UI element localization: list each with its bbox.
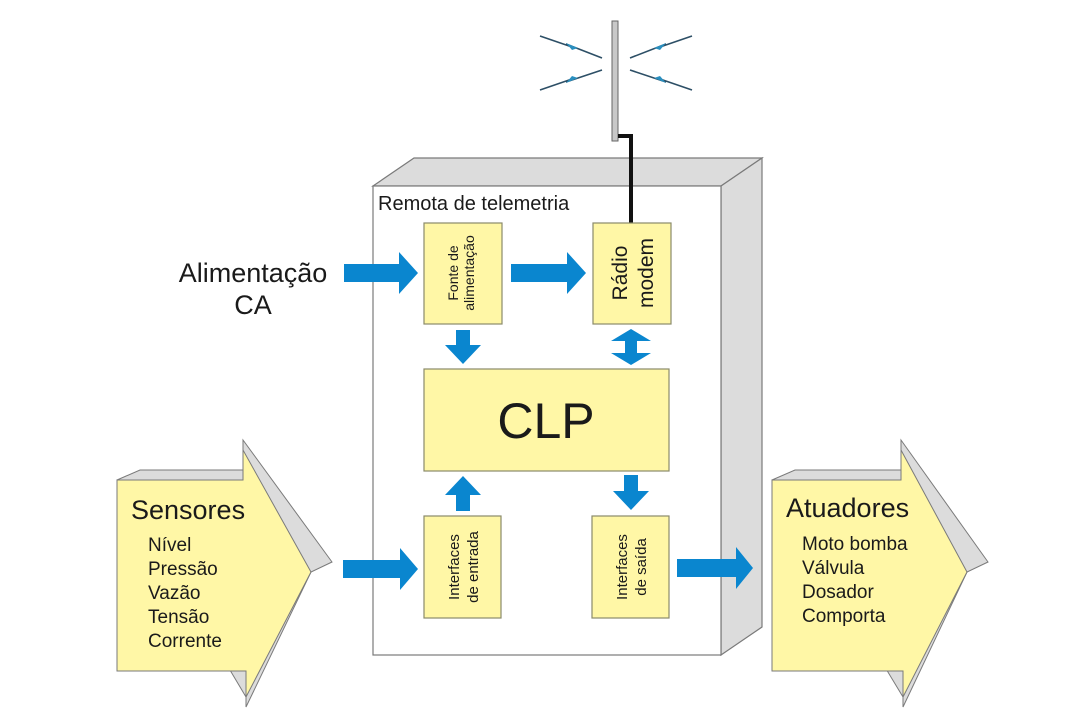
output-interfaces-label-line2: de saída [633,538,650,596]
sensor-item: Corrente [148,631,222,652]
output-interfaces-label-line1: Interfaces [614,534,631,600]
radio-modem-label-line1: Rádio [609,246,632,301]
actuators-panel: Atuadores Moto bomba Válvula Dosador Com… [771,438,989,708]
arrow-sensors-in [343,548,418,590]
power-supply-block: Fonte de alimentação [423,222,503,325]
sensors-panel: Sensores Nível Pressão Vazão Tensão Corr… [116,438,333,708]
actuators-arrow [771,449,968,698]
arrow-input-to-plc [445,476,481,511]
sensors-title: Sensores [131,495,245,525]
arrow-power-in [344,252,418,294]
sensor-item: Pressão [148,559,218,580]
plc-block: CLP [423,368,670,472]
actuator-item: Dosador [802,582,874,603]
radio-modem-block: Rádio modem [592,222,672,325]
arrow-actuators-out [677,547,753,589]
sensor-item: Vazão [148,583,200,604]
actuator-item: Comporta [802,606,886,627]
power-supply-label-line2: alimentação [461,235,477,311]
sensors-arrow [116,448,312,698]
power-supply-label-line1: Fonte de [445,245,461,300]
input-interfaces-block: Interfaces de entrada [423,515,502,619]
plc-label: CLP [497,393,594,449]
input-interfaces-label-line1: Interfaces [446,534,463,600]
arrow-plc-to-output [613,475,649,510]
actuators-title: Atuadores [786,493,909,523]
arrow-power-to-radio [511,252,586,294]
sensor-item: Nível [148,535,191,556]
arrow-radio-plc-bidirectional [611,329,651,365]
power-input-label-line2: CA [234,290,272,320]
antenna-mast [611,20,619,142]
actuator-item: Válvula [802,558,865,579]
power-input-label-line1: Alimentação [179,258,328,288]
sensor-item: Tensão [148,607,209,628]
enclosure-top-face [371,157,764,187]
arrow-power-to-plc [445,330,481,364]
radio-modem-label-line2: modem [635,238,658,308]
actuator-item: Moto bomba [802,534,908,555]
input-interfaces-label-line2: de entrada [465,530,482,602]
output-interfaces-block: Interfaces de saída [591,515,670,619]
enclosure-title: Remota de telemetria [378,193,570,215]
